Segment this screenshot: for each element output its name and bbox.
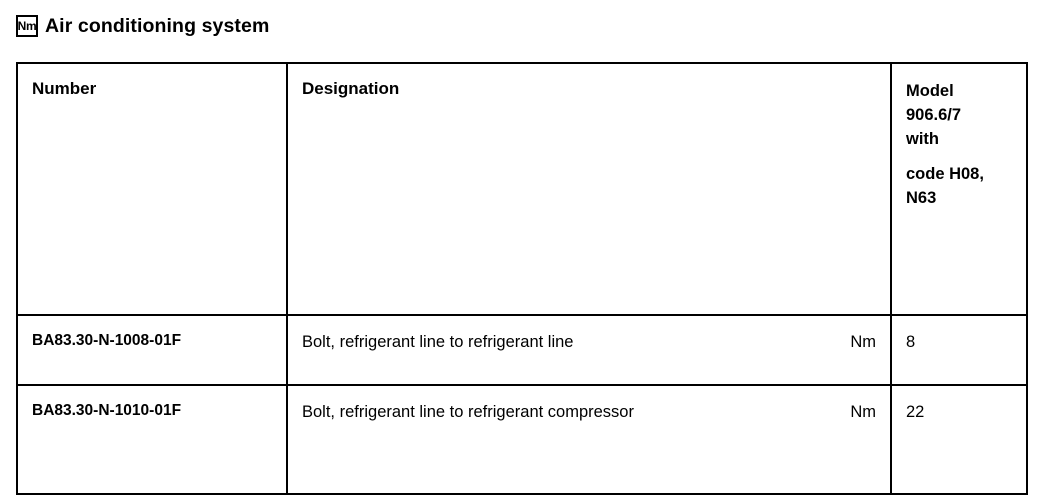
column-header-model: Model 906.6/7 with code H08, N63 bbox=[890, 62, 1028, 316]
cell-torque-value: 22 bbox=[890, 384, 1028, 495]
designation-value: Bolt, refrigerant line to refrigerant li… bbox=[302, 333, 574, 351]
designation-value: Bolt, refrigerant line to refrigerant co… bbox=[302, 403, 634, 421]
table-row: BA83.30-N-1008-01F Bolt, refrigerant lin… bbox=[16, 314, 1028, 386]
column-header-model-line-1: Model bbox=[906, 82, 954, 100]
table-row: BA83.30-N-1010-01F Bolt, refrigerant lin… bbox=[16, 384, 1028, 495]
column-header-model-line-2: 906.6/7 bbox=[906, 105, 962, 124]
table-header-row: Number Designation Model 906.6/7 with co… bbox=[16, 62, 1028, 316]
column-header-model-block-code: code H08, N63 bbox=[906, 163, 1026, 211]
part-number-value: BA83.30-N-1008-01F bbox=[32, 332, 182, 349]
part-number-value: BA83.30-N-1010-01F bbox=[32, 402, 182, 419]
torque-nm-icon-label: Nm bbox=[17, 19, 37, 33]
unit-label: Nm bbox=[850, 403, 876, 421]
column-header-model-line-3: with bbox=[906, 129, 939, 148]
page-title: Air conditioning system bbox=[45, 14, 270, 37]
document-title-row: Nm Air conditioning system bbox=[16, 13, 269, 39]
column-header-model-label: Model 906.6/7 with code H08, N63 bbox=[892, 64, 1026, 211]
unit-label: Nm bbox=[850, 333, 876, 351]
column-header-number-label: Number bbox=[32, 79, 97, 98]
column-header-designation: Designation bbox=[286, 62, 892, 316]
column-header-designation-label: Designation bbox=[302, 79, 400, 98]
torque-value: 22 bbox=[906, 403, 925, 421]
column-header-model-line-5: N63 bbox=[906, 188, 937, 207]
torque-value: 8 bbox=[906, 333, 916, 351]
column-header-number: Number bbox=[16, 62, 288, 316]
torque-nm-icon: Nm bbox=[16, 15, 38, 37]
cell-torque-value: 8 bbox=[890, 314, 1028, 386]
torque-specification-table: Number Designation Model 906.6/7 with co… bbox=[16, 62, 1028, 495]
column-header-model-line-4: code H08, bbox=[906, 164, 984, 183]
column-header-model-block-primary: Model 906.6/7 with bbox=[906, 80, 1026, 152]
cell-number: BA83.30-N-1010-01F bbox=[16, 384, 288, 495]
cell-number: BA83.30-N-1008-01F bbox=[16, 314, 288, 386]
cell-designation: Bolt, refrigerant line to refrigerant co… bbox=[286, 384, 892, 495]
cell-designation: Bolt, refrigerant line to refrigerant li… bbox=[286, 314, 892, 386]
